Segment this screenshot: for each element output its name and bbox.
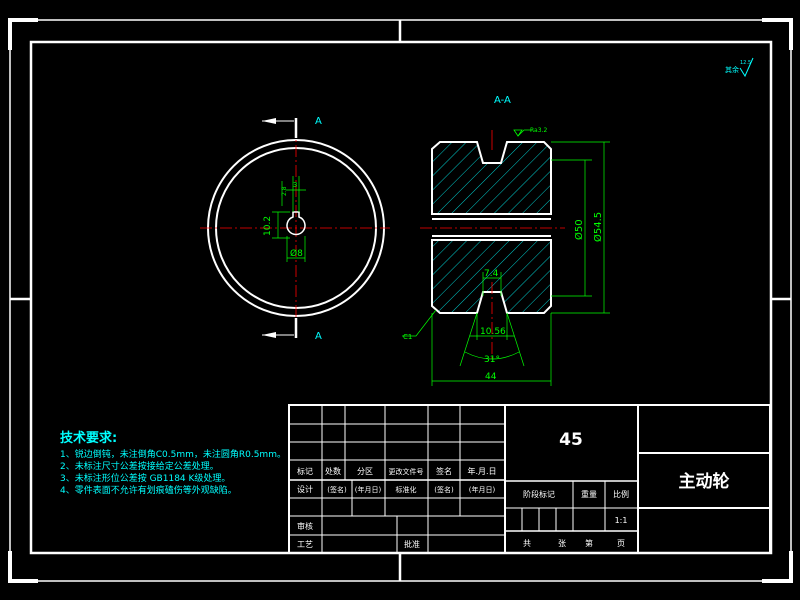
roughness-corner-symbol [739,57,754,78]
sheet-footer-0: 共 [523,539,531,548]
label-groove-bottom: 7.4 [484,269,499,279]
note-item-1: 1、锐边倒钝，未注倒角C0.5mm，未注圆角R0.5mm。 [60,448,286,460]
stage-header-1: 重量 [581,489,597,499]
stage-header-2: 比例 [613,489,629,499]
dim-angle-leg-l [459,312,478,367]
corner-mark-tl [8,18,38,50]
label-keyway-side: 2.8 [281,186,288,196]
rev-header-0: 标记 [297,466,313,476]
corner-mark-bl [8,551,38,583]
process-label: 工艺 [297,540,313,549]
sheet-footer-1: 张 [558,539,566,548]
design-row-3: 标准化 [396,485,417,494]
roughness-leader [517,129,532,137]
label-chamfer: C1 [403,333,412,341]
sheet-footer-3: 页 [617,539,625,548]
roughness-label: Ra3.2 [530,127,547,134]
section-upper [431,141,552,215]
view-arrow-top-head [262,118,276,124]
part-name: 主动轮 [679,471,730,492]
roughness-corner: 其余 12.5 [725,57,754,78]
design-row-0: 设计 [297,484,313,494]
design-row-1: (签名) [327,485,347,494]
label-groove-angle: 31° [484,355,500,365]
title-block-text: 45 主动轮 1:1 标记 处数 分区 更改文件号 签名 年.月.日 设计 (签… [297,430,730,549]
rev-header-5: 年.月.日 [467,466,496,476]
section-mark-bottom: A [315,331,322,342]
section-view: A-A Ra3.2 [402,95,610,386]
note-item-3: 3、未标注形位公差按 GB1184 K级处理。 [60,472,230,484]
roughness-corner-value: 12.5 [740,60,751,66]
rev-header-3: 更改文件号 [389,467,424,476]
label-keyway-height: 10.2 [263,216,273,236]
section-title: A-A [494,95,511,106]
front-dimensions [272,176,306,262]
section-mark-top: A [315,116,322,127]
design-row-4: (签名) [434,485,454,494]
design-row-5: (年月日) [469,485,496,494]
label-groove-top: 10.56 [480,327,506,337]
title-block [288,404,771,554]
label-width: 44 [485,372,497,382]
dim-angle-arc [464,351,520,360]
review-label: 审核 [297,521,313,531]
rev-header-1: 处数 [325,466,341,476]
label-outer-diameter: Ø54.5 [592,212,604,242]
scale-value: 1:1 [615,516,628,525]
corner-mark-br [762,551,793,583]
view-arrow-bottom-head [262,332,276,338]
rev-header-4: 签名 [436,466,452,476]
rev-header-2: 分区 [357,467,373,476]
roughness-corner-label: 其余 [725,65,739,74]
note-item-2: 2、未标注尺寸公差按接给定公差处理。 [60,460,219,472]
front-view: A A 3 2.8 10.2 Ø8 [200,116,390,342]
label-inner-diameter: Ø50 [573,219,585,240]
design-row-2: (年月日) [355,485,382,494]
label-keyway-width: 3 [293,181,297,189]
label-bore: Ø8 [290,248,303,259]
sheet-footer-2: 第 [585,538,593,548]
material-value: 45 [559,430,583,450]
bore-keyway [286,211,306,236]
title-block-border [288,404,771,554]
stage-header-0: 阶段标记 [523,489,555,499]
dim-angle-leg-r [506,312,525,367]
dim-chamfer-leader [402,309,437,337]
section-dimensions [402,141,610,386]
note-item-4: 4、零件表面不允许有划痕磕伤等外观缺陷。 [60,484,237,496]
corner-mark-tr [762,18,793,50]
technical-notes: 技术要求: 1、锐边倒钝，未注倒角C0.5mm，未注圆角R0.5mm。 2、未标… [60,430,286,496]
roughness-symbol [513,129,523,137]
notes-title: 技术要求: [60,430,117,446]
approve-label: 批准 [404,539,420,549]
